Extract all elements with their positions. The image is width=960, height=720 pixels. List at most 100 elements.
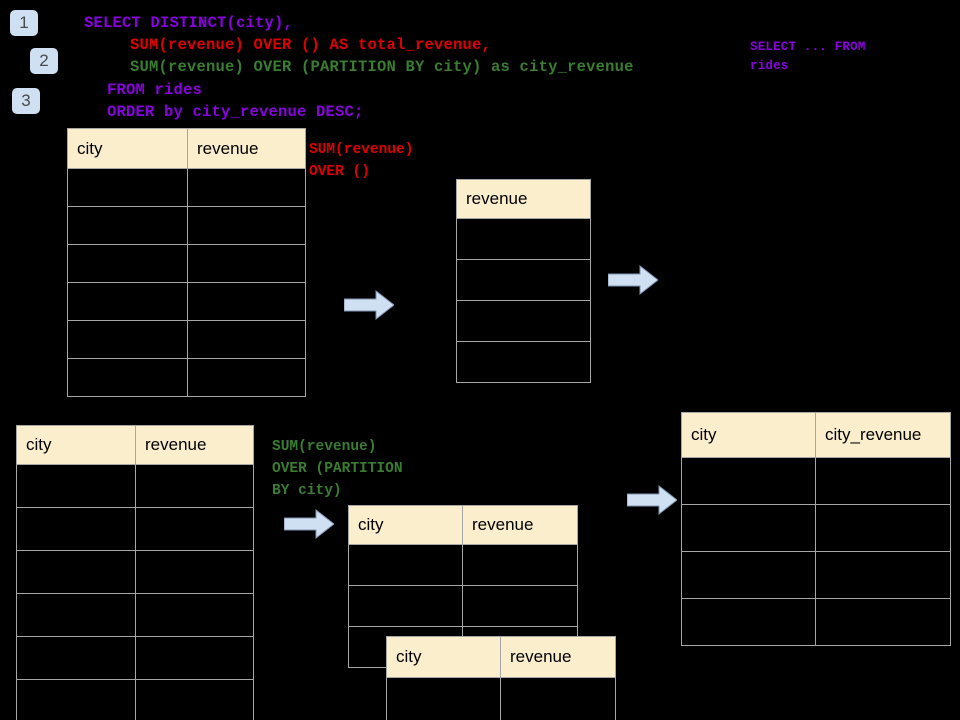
table-row (16, 679, 254, 720)
table-total-revenue: revenue (456, 179, 591, 383)
table-cell (348, 585, 463, 627)
table-cell (16, 593, 136, 637)
table-row (16, 464, 254, 508)
table-cell (456, 300, 591, 342)
table-cell (462, 585, 578, 627)
table-cell (462, 544, 578, 586)
column-header-revenue: revenue (187, 128, 306, 169)
table-row (456, 300, 591, 342)
column-header-city_revenue: city_revenue (815, 412, 951, 458)
table-cell (456, 218, 591, 260)
sql-side-note-select-from-rides: SELECT ... FROM rides (750, 40, 866, 73)
table-cell (16, 550, 136, 594)
arrow-right-icon (283, 508, 335, 540)
table-row (456, 218, 591, 260)
table-row (348, 585, 578, 627)
table-row (681, 598, 951, 646)
table-cell (16, 636, 136, 680)
column-header-city: city (67, 128, 188, 169)
column-header-city: city (386, 636, 501, 678)
step-badge-2: 2 (30, 48, 58, 74)
sql-line-sum-over-empty: SUM(revenue) OVER () AS total_revenue, (130, 36, 492, 54)
table-header-row: revenue (456, 179, 591, 219)
table-cell (135, 464, 254, 508)
table-row (681, 551, 951, 599)
annotation-sum-over-partition-by-city: SUM(revenue) OVER (PARTITION BY city) (272, 439, 403, 499)
table-row (681, 504, 951, 552)
table-cell (815, 457, 951, 505)
table-row (16, 636, 254, 680)
table-cell (135, 636, 254, 680)
table-row (681, 457, 951, 505)
table-cell (500, 677, 616, 720)
table-cell (187, 358, 306, 397)
table-cell (386, 677, 501, 720)
column-header-revenue: revenue (462, 505, 578, 545)
arrow-source-to-total-revenue (343, 289, 395, 321)
table-cell (187, 320, 306, 359)
step-badge-3: 3 (12, 88, 40, 114)
arrow-right-icon (607, 264, 659, 296)
table-cell (135, 679, 254, 720)
table-row (67, 358, 306, 397)
table-row (67, 206, 306, 245)
table-row (67, 244, 306, 283)
table-cell (135, 550, 254, 594)
table-cell (187, 168, 306, 207)
table-cell (815, 504, 951, 552)
table-cell (67, 320, 188, 359)
arrow-total-revenue-to-result (607, 264, 659, 296)
table-cell (456, 341, 591, 383)
column-header-city: city (681, 412, 816, 458)
table-cell (16, 679, 136, 720)
table-cell (681, 504, 816, 552)
column-header-city: city (348, 505, 463, 545)
table-cell (187, 244, 306, 283)
step-badge-1: 1 (10, 10, 38, 36)
table-cell (67, 358, 188, 397)
column-header-revenue: revenue (456, 179, 591, 219)
table-row (16, 593, 254, 637)
table-cell (135, 507, 254, 551)
column-header-revenue: revenue (500, 636, 616, 678)
arrow-right-icon (343, 289, 395, 321)
arrow-partition-to-result (626, 484, 678, 516)
table-cell (67, 206, 188, 245)
column-header-city: city (16, 425, 136, 465)
table-row (348, 544, 578, 586)
table-row (16, 507, 254, 551)
table-cell (456, 259, 591, 301)
arrow-source-to-partition (283, 508, 335, 540)
arrow-right-icon (626, 484, 678, 516)
table-cell (67, 244, 188, 283)
table-cell (16, 464, 136, 508)
table-cell (135, 593, 254, 637)
table-cell (681, 598, 816, 646)
sql-line-from-rides: FROM rides (107, 81, 203, 99)
table-row (16, 550, 254, 594)
table-cell (187, 206, 306, 245)
table-row (67, 282, 306, 321)
table-cell (815, 551, 951, 599)
sql-line-order-by: ORDER by city_revenue DESC; (107, 103, 364, 121)
table-cell (67, 168, 188, 207)
sql-line-select-distinct: SELECT DISTINCT(city), (84, 14, 294, 32)
annotation-sum-over-empty: SUM(revenue) OVER () (309, 142, 414, 180)
sql-line-sum-over-partition: SUM(revenue) OVER (PARTITION BY city) as… (130, 58, 634, 76)
column-header-revenue: revenue (135, 425, 254, 465)
table-cell (681, 551, 816, 599)
table-row (456, 259, 591, 301)
table-cell (16, 507, 136, 551)
table-cell (67, 282, 188, 321)
table-row (386, 677, 616, 720)
table-row (456, 341, 591, 383)
table-cell (187, 282, 306, 321)
